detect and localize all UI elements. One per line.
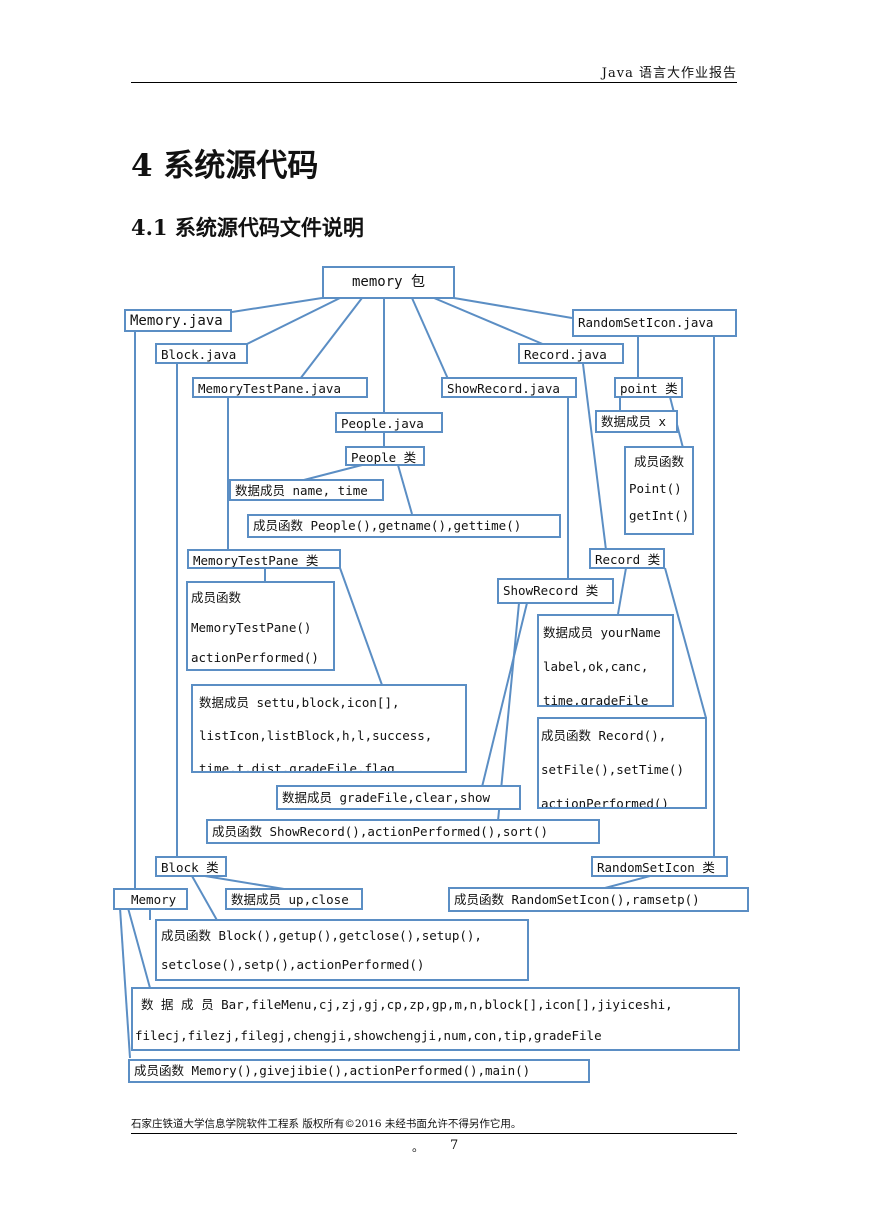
footer-dot: 。 [412, 1140, 425, 1154]
memorytestpane-java-box: MemoryTestPane.java [192, 377, 368, 398]
subsection-heading: 4.1 系统源代码文件说明 [131, 215, 364, 240]
mtp-data-3: time,t,dist,gradeFile,flag [199, 761, 395, 773]
record-class-box: Record 类 [589, 548, 665, 569]
record-data-1: 数据成员 yourName [543, 625, 661, 640]
memory-func-box: 成员函数 Memory(),givejibie(),actionPerforme… [128, 1059, 590, 1083]
block-java-box: Block.java [155, 343, 248, 364]
point-func-1: Point() [629, 481, 682, 496]
mtp-data-1: 数据成员 settu,block,icon[], [199, 695, 400, 710]
point-class-box: point 类 [614, 377, 683, 398]
mtp-func-2: actionPerformed() [191, 650, 319, 665]
record-func-box: 成员函数 Record(), setFile(),setTime() actio… [537, 717, 707, 809]
record-java-box: Record.java [518, 343, 624, 364]
point-func-box: 成员函数 Point() getInt() [624, 446, 694, 535]
point-func-2: getInt() [629, 508, 690, 523]
record-data-3: time,gradeFile [543, 693, 649, 707]
record-data-box: 数据成员 yourName label,ok,canc, time,gradeF… [537, 614, 674, 707]
record-data-2: label,ok,canc, [543, 659, 649, 674]
record-func-1: 成员函数 Record(), [541, 728, 667, 743]
block-func-2: setclose(),setp(),actionPerformed() [161, 957, 425, 972]
mtp-func-title: 成员函数 [191, 590, 242, 605]
point-data-box: 数据成员 x [595, 410, 678, 433]
footer-copyright: 石家庄铁道大学信息学院软件工程系 版权所有©2016 未经书面允许不得另作它用。 [131, 1118, 522, 1130]
memory-class-box: Memory [113, 888, 188, 910]
showrecord-java-box: ShowRecord.java [441, 377, 577, 398]
block-func-1: 成员函数 Block(),getup(),getclose(),setup(), [161, 928, 482, 943]
page-header-title: Java 语言大作业报告 [601, 66, 737, 81]
header-rule [131, 82, 737, 83]
memory-java-box: Memory.java [124, 309, 232, 332]
randomseticon-java-box: RandomSetIcon.java [572, 309, 737, 337]
package-root-box: memory 包 [322, 266, 455, 299]
mtp-func-1: MemoryTestPane() [191, 620, 312, 635]
section-heading: 4 系统源代码 [131, 148, 319, 184]
showrecord-class-box: ShowRecord 类 [497, 578, 614, 604]
block-class-box: Block 类 [155, 856, 227, 877]
memory-data-box: 数 据 成 员 Bar,fileMenu,cj,zj,gj,cp,zp,gp,m… [131, 987, 740, 1051]
showrecord-data-box: 数据成员 gradeFile,clear,show [276, 785, 521, 810]
memorytestpane-func-box: 成员函数 MemoryTestPane() actionPerformed() [186, 581, 335, 671]
showrecord-func-box: 成员函数 ShowRecord(),actionPerformed(),sort… [206, 819, 600, 844]
point-func-title: 成员函数 [634, 454, 685, 469]
people-data-box: 数据成员 name, time [229, 479, 384, 501]
randomseticon-func-box: 成员函数 RandomSetIcon(),ramsetp() [448, 887, 749, 912]
memorytestpane-class-box: MemoryTestPane 类 [187, 549, 341, 569]
block-func-box: 成员函数 Block(),getup(),getclose(),setup(),… [155, 919, 529, 981]
people-java-box: People.java [335, 412, 443, 433]
memory-data-1: 数 据 成 员 Bar,fileMenu,cj,zj,gj,cp,zp,gp,m… [141, 997, 673, 1012]
footer-rule [131, 1133, 737, 1134]
page-number: 7 [450, 1138, 459, 1153]
memory-data-2: filecj,filezj,filegj,chengji,showchengji… [135, 1028, 602, 1043]
randomseticon-class-box: RandomSetIcon 类 [591, 856, 728, 877]
record-func-2: setFile(),setTime() [541, 762, 684, 777]
record-func-3: actionPerformed() [541, 796, 669, 809]
memorytestpane-data-box: 数据成员 settu,block,icon[], listIcon,listBl… [191, 684, 467, 773]
people-func-box: 成员函数 People(),getname(),gettime() [247, 514, 561, 538]
mtp-data-2: listIcon,listBlock,h,l,success, [199, 728, 433, 743]
block-data-box: 数据成员 up,close [225, 888, 363, 910]
people-class-box: People 类 [345, 446, 425, 466]
